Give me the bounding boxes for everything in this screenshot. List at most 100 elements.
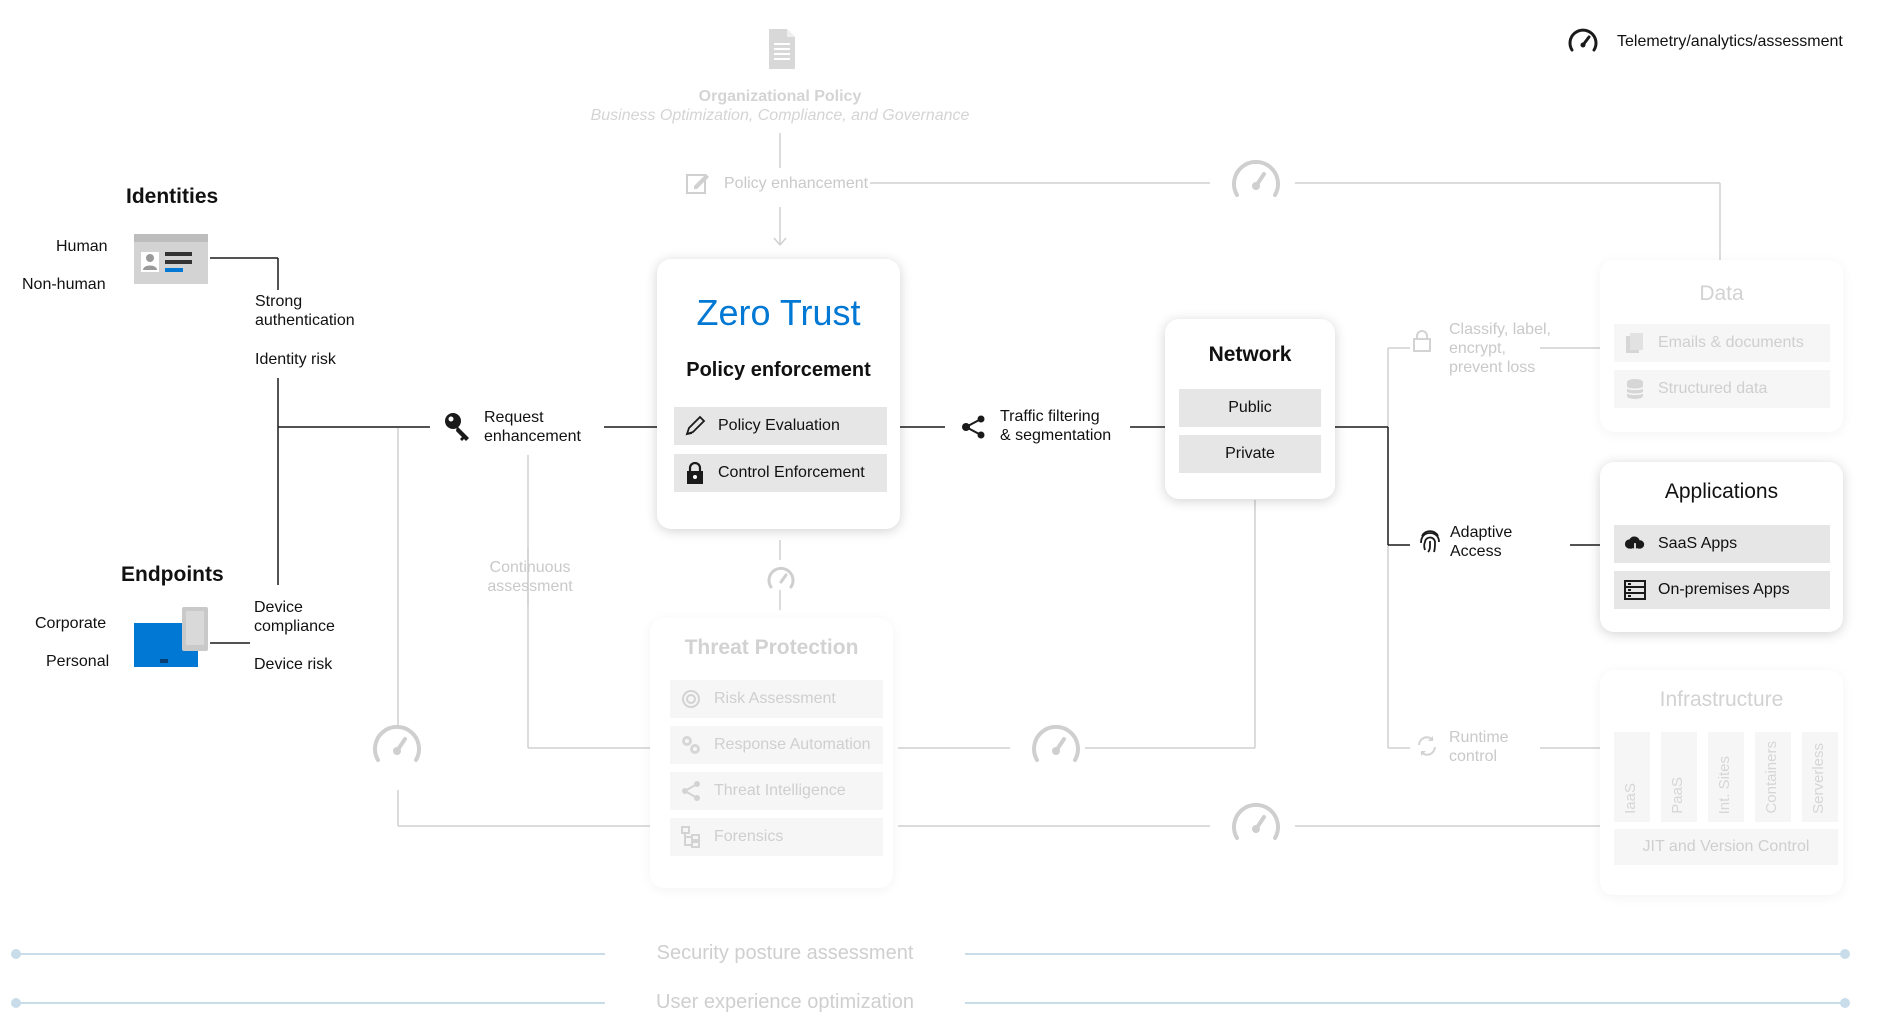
adaptive-line2: Access — [1450, 543, 1502, 560]
emails-documents-row[interactable]: Emails & documents — [1614, 324, 1830, 362]
network-share-icon — [680, 780, 702, 802]
infra-iaas-label: IaaS — [1622, 783, 1639, 814]
classify-line2: encrypt, — [1449, 340, 1506, 357]
edit-icon — [686, 172, 710, 194]
policy-enforcement-subtitle: Policy enforcement — [686, 359, 871, 381]
risk-assessment-row[interactable]: Risk Assessment — [670, 680, 883, 718]
infrastructure-title: Infrastructure — [1659, 688, 1784, 711]
key-icon — [444, 412, 472, 447]
corporate-label: Corporate — [35, 615, 107, 632]
structured-data-row[interactable]: Structured data — [1614, 370, 1830, 408]
hierarchy-icon — [680, 826, 702, 848]
identity-risk-label: Identity risk — [255, 351, 336, 368]
network-card: Network Public Private — [1165, 319, 1335, 499]
identities-title: Identities — [126, 185, 219, 208]
continuous-line1: Continuous — [489, 559, 571, 576]
continuous-line2: assessment — [487, 578, 573, 595]
non-human-label: Non-human — [22, 276, 106, 293]
classify-line3: prevent loss — [1449, 359, 1536, 376]
forensics-label: Forensics — [714, 828, 784, 845]
on-premises-apps-row[interactable]: On-premises Apps — [1614, 571, 1830, 609]
lock-icon — [684, 462, 706, 484]
strong-auth-line1: Strong — [255, 293, 303, 310]
risk-assessment-label: Risk Assessment — [714, 690, 836, 707]
applications-card: Applications SaaS Apps On-premises Apps — [1600, 462, 1843, 632]
traffic-line2: & segmentation — [1000, 427, 1112, 444]
traffic-line1: Traffic filtering — [1000, 408, 1100, 425]
infra-containers-label: Containers — [1763, 741, 1780, 814]
classify-line1: Classify, label, — [1449, 321, 1551, 338]
zero-trust-title: Zero Trust — [696, 292, 861, 333]
infra-column-iaas[interactable]: IaaS — [1614, 732, 1650, 822]
network-public-label: Public — [1228, 399, 1272, 416]
policy-enhancement-label: Policy enhancement — [724, 175, 869, 192]
org-policy-subtitle: Business Optimization, Compliance, and G… — [590, 107, 970, 124]
human-label: Human — [56, 238, 108, 255]
endpoints-title: Endpoints — [121, 563, 224, 586]
infra-column-int-sites[interactable]: Int. Sites — [1708, 732, 1744, 822]
share-icon — [961, 415, 987, 444]
cloud-download-icon — [1624, 533, 1646, 555]
legend-label: Telemetry/analytics/assessment — [1617, 33, 1843, 50]
infra-serverless-label: Serverless — [1810, 743, 1827, 814]
data-title: Data — [1699, 282, 1744, 305]
runtime-line2: control — [1449, 748, 1498, 765]
policy-evaluation-label: Policy Evaluation — [718, 417, 840, 434]
server-icon — [1624, 579, 1646, 601]
control-enforcement-row[interactable]: Control Enforcement — [674, 454, 887, 492]
documents-icon — [1624, 332, 1646, 354]
strong-auth-line2: authentication — [255, 312, 355, 329]
control-enforcement-label: Control Enforcement — [718, 464, 865, 481]
threat-protection-card: Threat Protection Risk Assessment Respon… — [650, 618, 893, 888]
response-automation-label: Response Automation — [714, 736, 871, 753]
runtime-line1: Runtime — [1449, 729, 1509, 746]
user-experience-label: User experience optimization — [656, 991, 914, 1013]
network-private-row[interactable]: Private — [1179, 435, 1321, 473]
target-icon — [680, 688, 702, 710]
infra-int-sites-label: Int. Sites — [1716, 755, 1733, 814]
policy-evaluation-row[interactable]: Policy Evaluation — [674, 407, 887, 445]
network-title: Network — [1208, 343, 1292, 366]
saas-apps-row[interactable]: SaaS Apps — [1614, 525, 1830, 563]
forensics-row[interactable]: Forensics — [670, 818, 883, 856]
padlock-icon — [1413, 330, 1431, 357]
security-posture-label: Security posture assessment — [656, 942, 914, 964]
zero-trust-card: Zero Trust Policy enforcement Policy Eva… — [657, 259, 900, 529]
infra-paas-label: PaaS — [1669, 777, 1686, 814]
document-icon — [767, 28, 797, 69]
personal-label: Personal — [46, 653, 110, 670]
jit-version-control-row[interactable]: JIT and Version Control — [1614, 829, 1838, 865]
pencil-icon — [684, 415, 706, 437]
network-public-row[interactable]: Public — [1179, 389, 1321, 427]
threat-intelligence-label: Threat Intelligence — [714, 782, 846, 799]
adaptive-line1: Adaptive — [1450, 524, 1513, 541]
id-card-icon — [134, 234, 208, 289]
applications-title: Applications — [1664, 480, 1779, 503]
infrastructure-card: Infrastructure IaaS PaaS Int. Sites Cont… — [1600, 670, 1843, 895]
refresh-icon — [1415, 734, 1439, 763]
threat-intelligence-row[interactable]: Threat Intelligence — [670, 772, 883, 810]
database-icon — [1624, 378, 1646, 400]
saas-apps-label: SaaS Apps — [1658, 535, 1738, 552]
device-risk-label: Device risk — [254, 656, 333, 673]
request-line1: Request — [484, 409, 544, 426]
threat-protection-title: Threat Protection — [684, 636, 859, 659]
network-private-label: Private — [1225, 445, 1275, 462]
device-compliance-line2: compliance — [254, 618, 335, 635]
emails-documents-label: Emails & documents — [1658, 334, 1804, 351]
infra-column-serverless[interactable]: Serverless — [1802, 732, 1838, 822]
request-line2: enhancement — [484, 428, 581, 445]
response-automation-row[interactable]: Response Automation — [670, 726, 883, 764]
infra-column-containers[interactable]: Containers — [1755, 732, 1791, 822]
fingerprint-icon — [1419, 528, 1441, 559]
infra-column-paas[interactable]: PaaS — [1661, 732, 1697, 822]
gears-icon — [680, 734, 702, 756]
jit-version-control-label: JIT and Version Control — [1642, 838, 1810, 855]
device-compliance-line1: Device — [254, 599, 303, 616]
structured-data-label: Structured data — [1658, 380, 1768, 397]
org-policy-title: Organizational Policy — [698, 88, 862, 105]
devices-icon — [134, 607, 210, 674]
on-premises-apps-label: On-premises Apps — [1658, 581, 1790, 598]
